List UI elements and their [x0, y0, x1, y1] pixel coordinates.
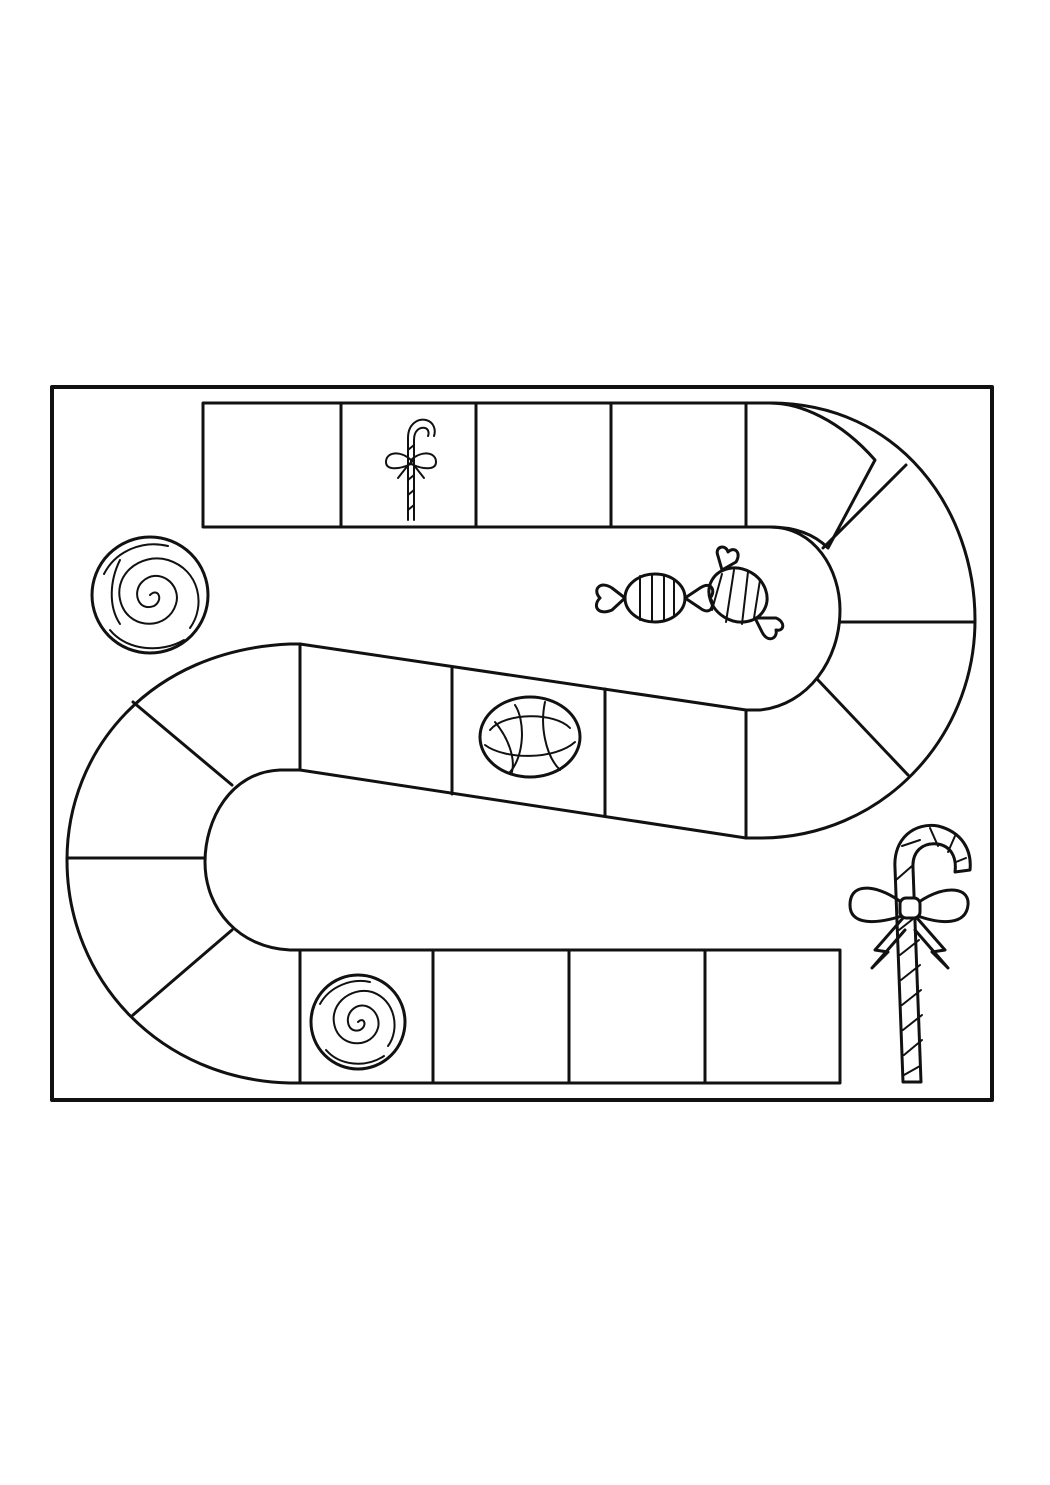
- swirl-lollipop-icon: [309, 973, 407, 1071]
- board-space-14[interactable]: [131, 700, 234, 787]
- board-space-12[interactable]: [478, 687, 607, 818]
- swirl-lollipop-icon: [90, 535, 210, 655]
- board-space-4[interactable]: [609, 401, 748, 529]
- board-space-18[interactable]: [298, 948, 435, 1085]
- path-row-middle: [298, 642, 748, 840]
- path-row-top: [201, 401, 877, 550]
- board-space-20[interactable]: [567, 948, 707, 1085]
- path-curve-left: [65, 642, 302, 1085]
- path-curve-right: [744, 401, 977, 840]
- board-space-21[interactable]: [703, 948, 842, 1085]
- board-space-6[interactable]: [821, 463, 908, 550]
- board-space-3[interactable]: [474, 401, 613, 529]
- path-row-bottom: [298, 948, 842, 1085]
- small-candy-cane-icon: [385, 418, 437, 521]
- board-space-1[interactable]: [201, 401, 343, 529]
- wrapped-candies-icon: [595, 545, 785, 641]
- board-space-2[interactable]: [339, 401, 478, 529]
- large-candy-cane-with-bow-icon: [848, 823, 972, 1084]
- board-space-19[interactable]: [431, 948, 571, 1085]
- board-space-16[interactable]: [131, 928, 234, 1017]
- board-space-8[interactable]: [816, 678, 910, 777]
- round-mint-candy-icon: [478, 695, 582, 779]
- board-frame: [50, 385, 994, 1102]
